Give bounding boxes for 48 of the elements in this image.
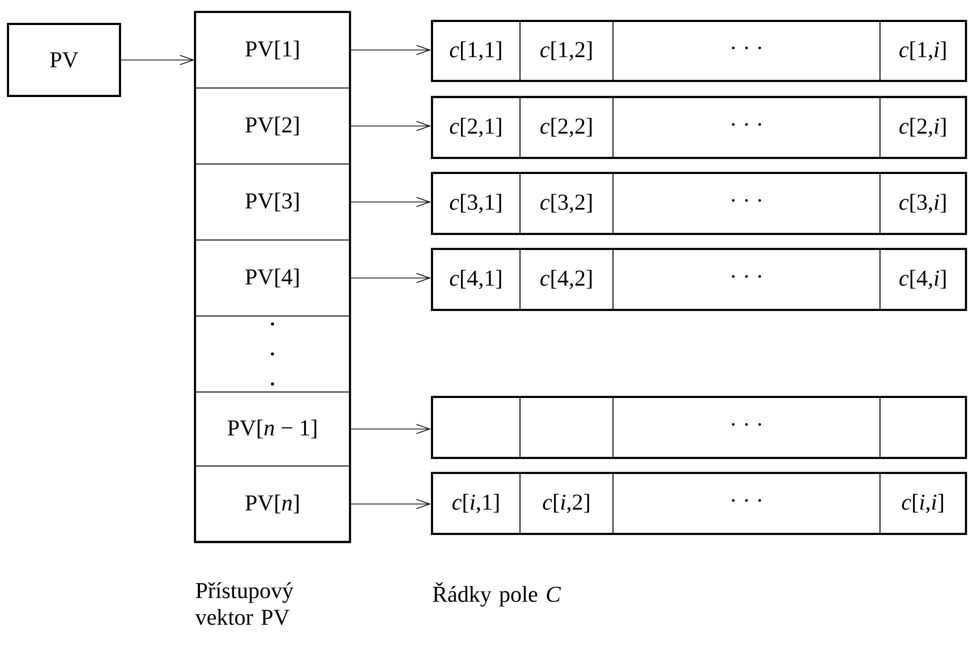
cell: c[3,i] [880,172,966,234]
cell: c[4,1] [432,248,520,310]
vector-column [194,10,352,544]
cell: PV[3] [194,164,350,240]
empty-cell [194,316,350,392]
cell: c[4,2] [520,248,614,310]
array-row [430,20,968,82]
array-row [430,472,968,536]
empty-cell [880,396,966,458]
cell: c[i,1] [432,472,520,534]
array-row [430,248,968,312]
array-row [430,172,968,236]
arrow [350,272,431,284]
cell: · · · [612,396,880,458]
cell: PV[n] [194,466,350,542]
arrow [350,196,431,208]
cell: PV[1] [194,12,350,88]
cell: c[4,i] [880,248,966,310]
cell: · · · [612,96,880,158]
cell: PV[n − 1] [194,392,350,466]
pointer-box: PV [6,22,122,98]
cell: c[2,2] [520,96,614,158]
arrow [350,424,431,434]
array-row [430,96,968,160]
cell: c[1,2] [520,20,614,82]
cell: c[3,2] [520,172,614,234]
cell: · · · [612,248,880,310]
cell: · · · [612,472,880,534]
caption: Řádky pole C [432,582,561,607]
cell: · · · [612,20,880,82]
arrow [350,120,431,132]
cell: c[2,i] [880,96,966,158]
cell: c[2,1] [432,96,520,158]
cell: c[3,1] [432,172,520,234]
cell: c[i,i] [880,472,966,534]
empty-cell [432,396,520,458]
caption: Přístupový vektor PV [195,582,294,626]
arrow [350,498,431,510]
cell: c[1,1] [432,20,520,82]
arrow [120,54,195,66]
arrow [350,44,431,56]
cell: c[i,2] [520,472,614,534]
cell: · · · [612,172,880,234]
cell: c[1,i] [880,20,966,82]
array-row [430,396,968,460]
cell: PV[2] [194,88,350,164]
cell: PV[4] [194,240,350,316]
empty-cell [520,396,614,458]
